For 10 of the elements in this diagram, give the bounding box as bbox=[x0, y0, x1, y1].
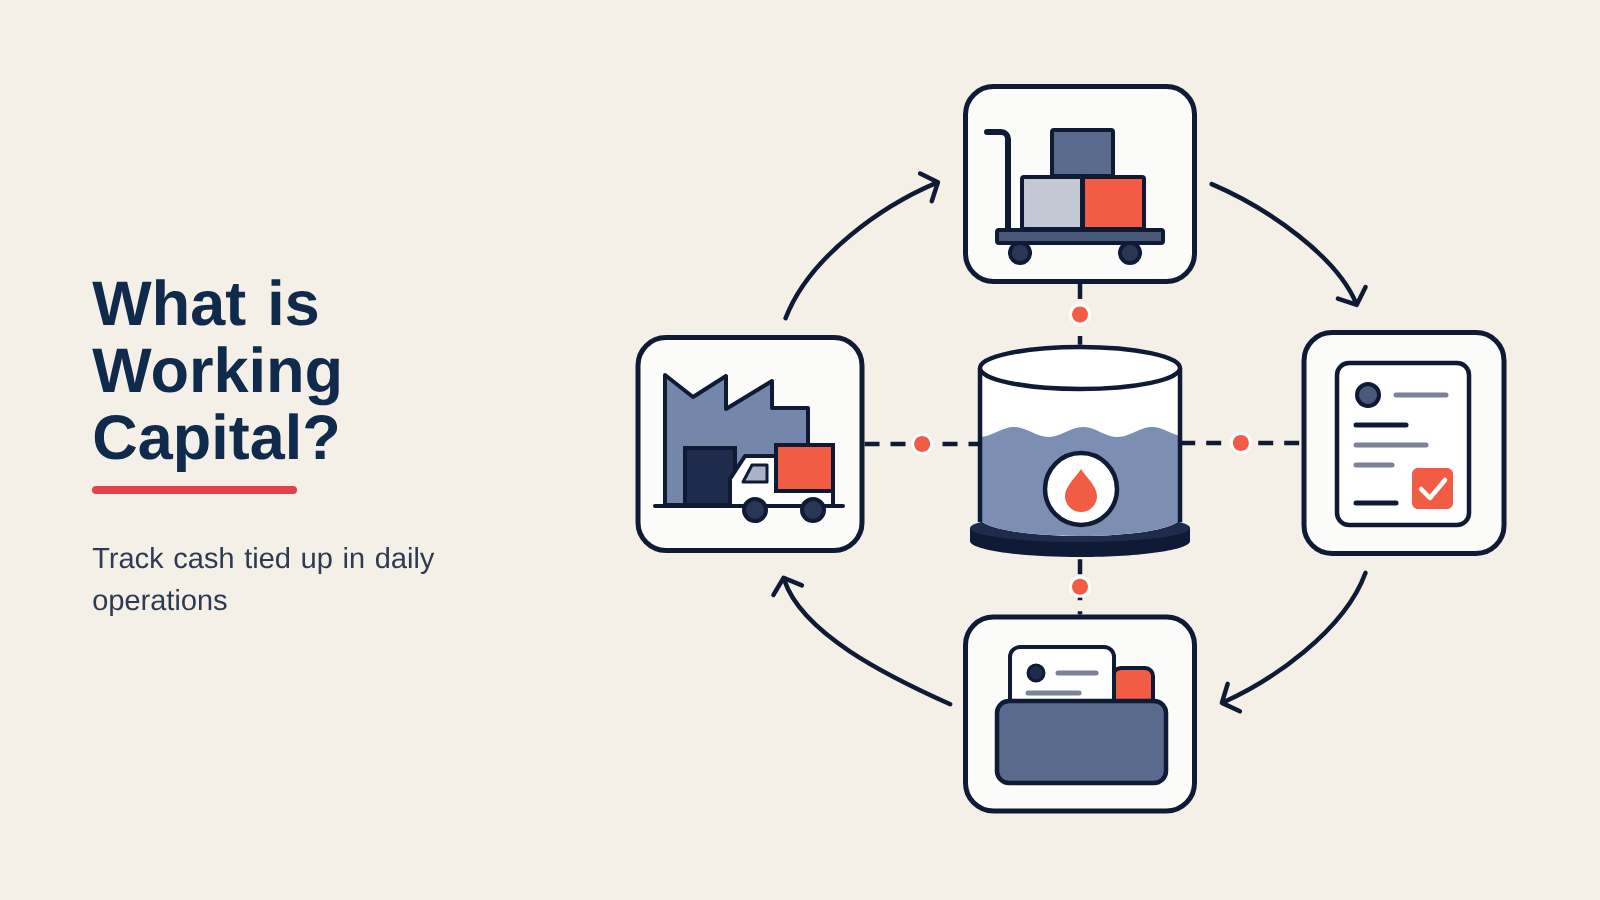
dashed-line bbox=[864, 441, 980, 447]
curved-arrow bbox=[1209, 181, 1368, 308]
dashed-line bbox=[1077, 559, 1083, 615]
curved-arrow bbox=[783, 171, 941, 321]
curved-arrow bbox=[1219, 570, 1368, 714]
subtitle: Track cash tied up in daily operations bbox=[92, 547, 435, 616]
dashed-line bbox=[1180, 440, 1302, 446]
title: What is Working Capital? bbox=[92, 279, 339, 473]
curved-arrow bbox=[771, 575, 953, 707]
dashed-line bbox=[1077, 284, 1083, 345]
